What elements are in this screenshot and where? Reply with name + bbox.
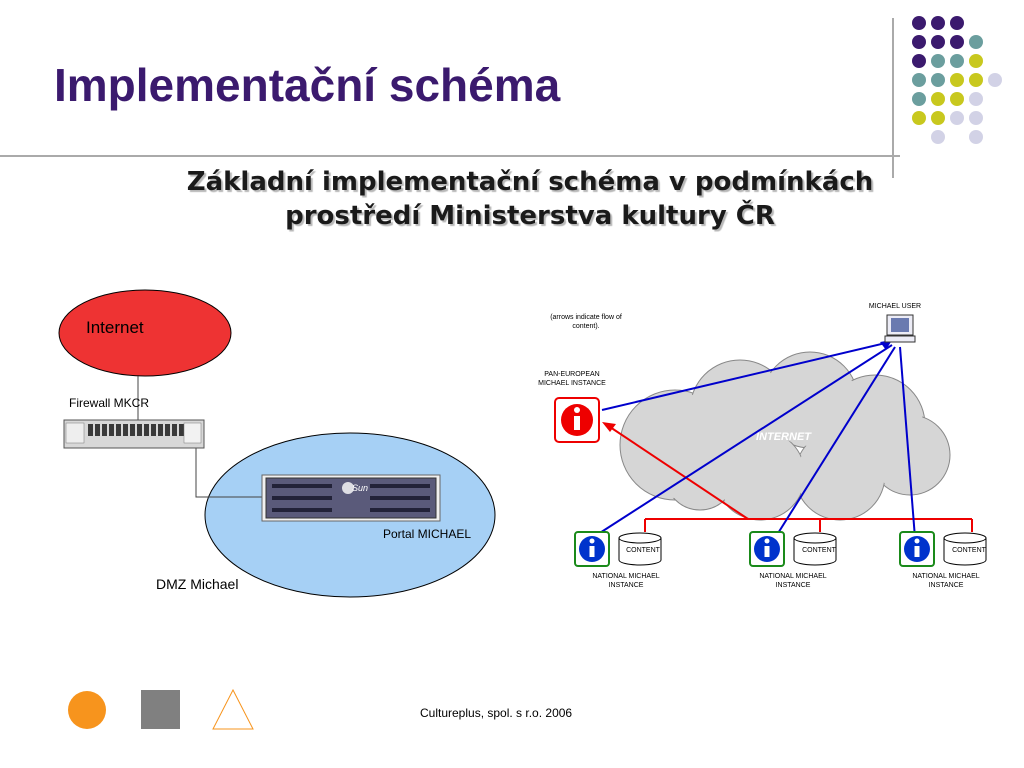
decorative-dot — [912, 92, 926, 106]
firewall-port — [88, 424, 93, 436]
national-label-1-line-2: INSTANCE — [608, 582, 644, 589]
firewall-device — [63, 419, 205, 449]
decorative-dot — [931, 16, 945, 30]
firewall-port — [172, 424, 177, 436]
decorative-dot — [912, 35, 926, 49]
national-label-2-line-1: NATIONAL MICHAEL — [759, 573, 827, 580]
arrows-note-line-2: content). — [572, 323, 600, 330]
national-label-2: NATIONAL MICHAEL INSTANCE — [748, 572, 838, 590]
decorative-dot — [912, 54, 926, 68]
decorative-dot-grid — [912, 16, 1002, 144]
arrows-note: (arrows indicate flow of content). — [540, 313, 632, 331]
firewall-port — [102, 424, 107, 436]
decorative-dot — [912, 111, 926, 125]
firewall-port — [151, 424, 156, 436]
national-label-3: NATIONAL MICHAEL INSTANCE — [901, 572, 991, 590]
decorative-dot — [950, 54, 964, 68]
subtitle-line-1: Základní implementační schéma v podmínká… — [186, 167, 874, 197]
firewall-port — [158, 424, 163, 436]
national-instance-node — [899, 531, 987, 567]
national-label-1-line-1: NATIONAL MICHAEL — [592, 573, 660, 580]
firewall-port — [144, 424, 149, 436]
decorative-dot — [931, 73, 945, 87]
firewall-port — [116, 424, 121, 436]
decorative-dot — [950, 92, 964, 106]
bottom-shapes — [68, 688, 254, 730]
firewall-portal-link — [195, 448, 262, 498]
decorative-dot — [950, 16, 964, 30]
pan-european-label-line-1: PAN-EUROPEAN — [544, 371, 600, 378]
pan-european-instance-icon — [554, 397, 600, 443]
firewall-port — [137, 424, 142, 436]
red-network-bus — [609, 426, 973, 532]
page-title: Implementační schéma — [54, 59, 561, 111]
firewall-port — [95, 424, 100, 436]
triangle-outline-shape — [212, 688, 254, 730]
decorative-dot — [931, 111, 945, 125]
decorative-dot — [969, 73, 983, 87]
gray-square-shape — [141, 690, 180, 729]
decorative-dot — [969, 111, 983, 125]
subtitle: Základní implementační schéma v podmínká… — [80, 165, 980, 233]
firewall-port — [179, 424, 184, 436]
horizontal-divider — [0, 155, 900, 157]
subtitle-line-2: prostředí Ministerstva kultury ČR — [285, 201, 775, 231]
decorative-dot — [912, 73, 926, 87]
arrows-note-line-1: (arrows indicate flow of — [550, 314, 622, 321]
decorative-dot — [969, 92, 983, 106]
national-label-2-line-2: INSTANCE — [775, 582, 811, 589]
decorative-dot — [969, 130, 983, 144]
decorative-dot — [931, 35, 945, 49]
decorative-dot — [969, 54, 983, 68]
server-logo: Sun — [352, 483, 369, 493]
decorative-dot — [950, 35, 964, 49]
firewall-port — [123, 424, 128, 436]
vertical-divider — [892, 18, 894, 178]
internet-ellipse — [58, 289, 232, 377]
pan-european-label: PAN-EUROPEAN MICHAEL INSTANCE — [527, 370, 617, 388]
portal-label: Portal MICHAEL — [383, 527, 472, 541]
national-instance-node — [749, 531, 837, 567]
decorative-dot — [988, 73, 1002, 87]
decorative-dot — [950, 73, 964, 87]
pan-european-label-line-2: MICHAEL INSTANCE — [538, 380, 606, 387]
decorative-dot — [931, 92, 945, 106]
national-label-3-line-1: NATIONAL MICHAEL — [912, 573, 980, 580]
decorative-dot — [950, 111, 964, 125]
internet-label: Internet — [86, 318, 144, 337]
orange-circle-shape — [68, 691, 106, 729]
cloud-label: INTERNET — [756, 431, 811, 443]
national-label-1: NATIONAL MICHAEL INSTANCE — [581, 572, 671, 590]
decorative-dot — [912, 16, 926, 30]
national-instance-node — [574, 531, 662, 567]
dmz-label: DMZ Michael — [156, 576, 239, 592]
right-network-diagram — [554, 314, 987, 567]
firewall-port — [109, 424, 114, 436]
portal-server — [261, 474, 441, 522]
decorative-dot — [931, 54, 945, 68]
red-arrowhead — [602, 422, 616, 432]
firewall-port — [130, 424, 135, 436]
firewall-port — [165, 424, 170, 436]
left-network-diagram — [58, 289, 496, 598]
national-label-3-line-2: INSTANCE — [928, 582, 964, 589]
user-label: MICHAEL USER — [868, 303, 922, 310]
blue-arrows — [591, 341, 916, 539]
footer-text: Cultureplus, spol. s r.o. 2006 — [420, 706, 573, 720]
decorative-dot — [969, 35, 983, 49]
user-computer-icon — [884, 314, 916, 343]
content-label-1: CONTENT — [626, 547, 660, 554]
decorative-dot — [931, 130, 945, 144]
firewall-label: Firewall MKCR — [69, 396, 150, 410]
content-label-2: CONTENT — [802, 547, 836, 554]
content-label-3: CONTENT — [952, 547, 986, 554]
